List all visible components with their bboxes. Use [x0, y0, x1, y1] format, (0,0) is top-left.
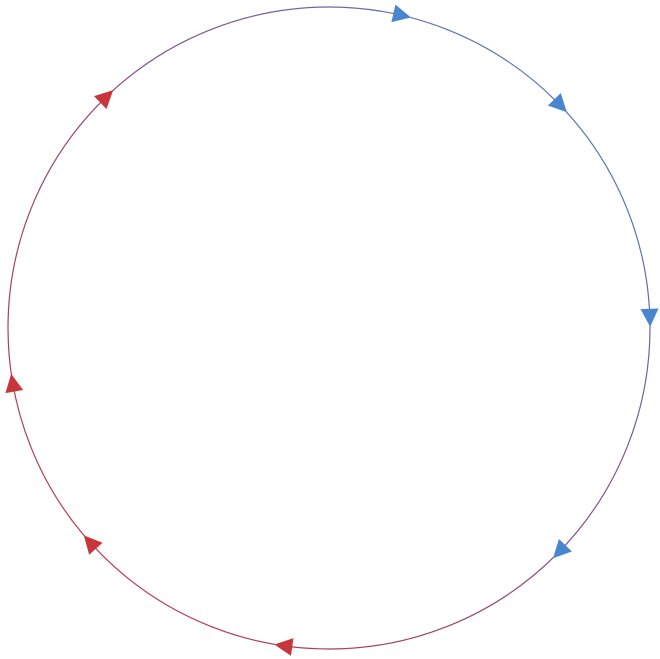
arrow-right-icon: [640, 308, 659, 327]
arrow-upper-right-icon: [547, 92, 567, 113]
arrow-upper-left-icon: [93, 90, 114, 110]
arrow-lower-left-icon: [83, 535, 103, 555]
cycle-arrows: [5, 4, 659, 656]
arrow-lower-right-icon: [552, 538, 572, 559]
cycle-ring: [7, 6, 651, 650]
arrow-left-icon: [5, 373, 24, 394]
arrow-bottom-icon: [274, 638, 294, 656]
arrow-top-right-icon: [391, 4, 411, 23]
